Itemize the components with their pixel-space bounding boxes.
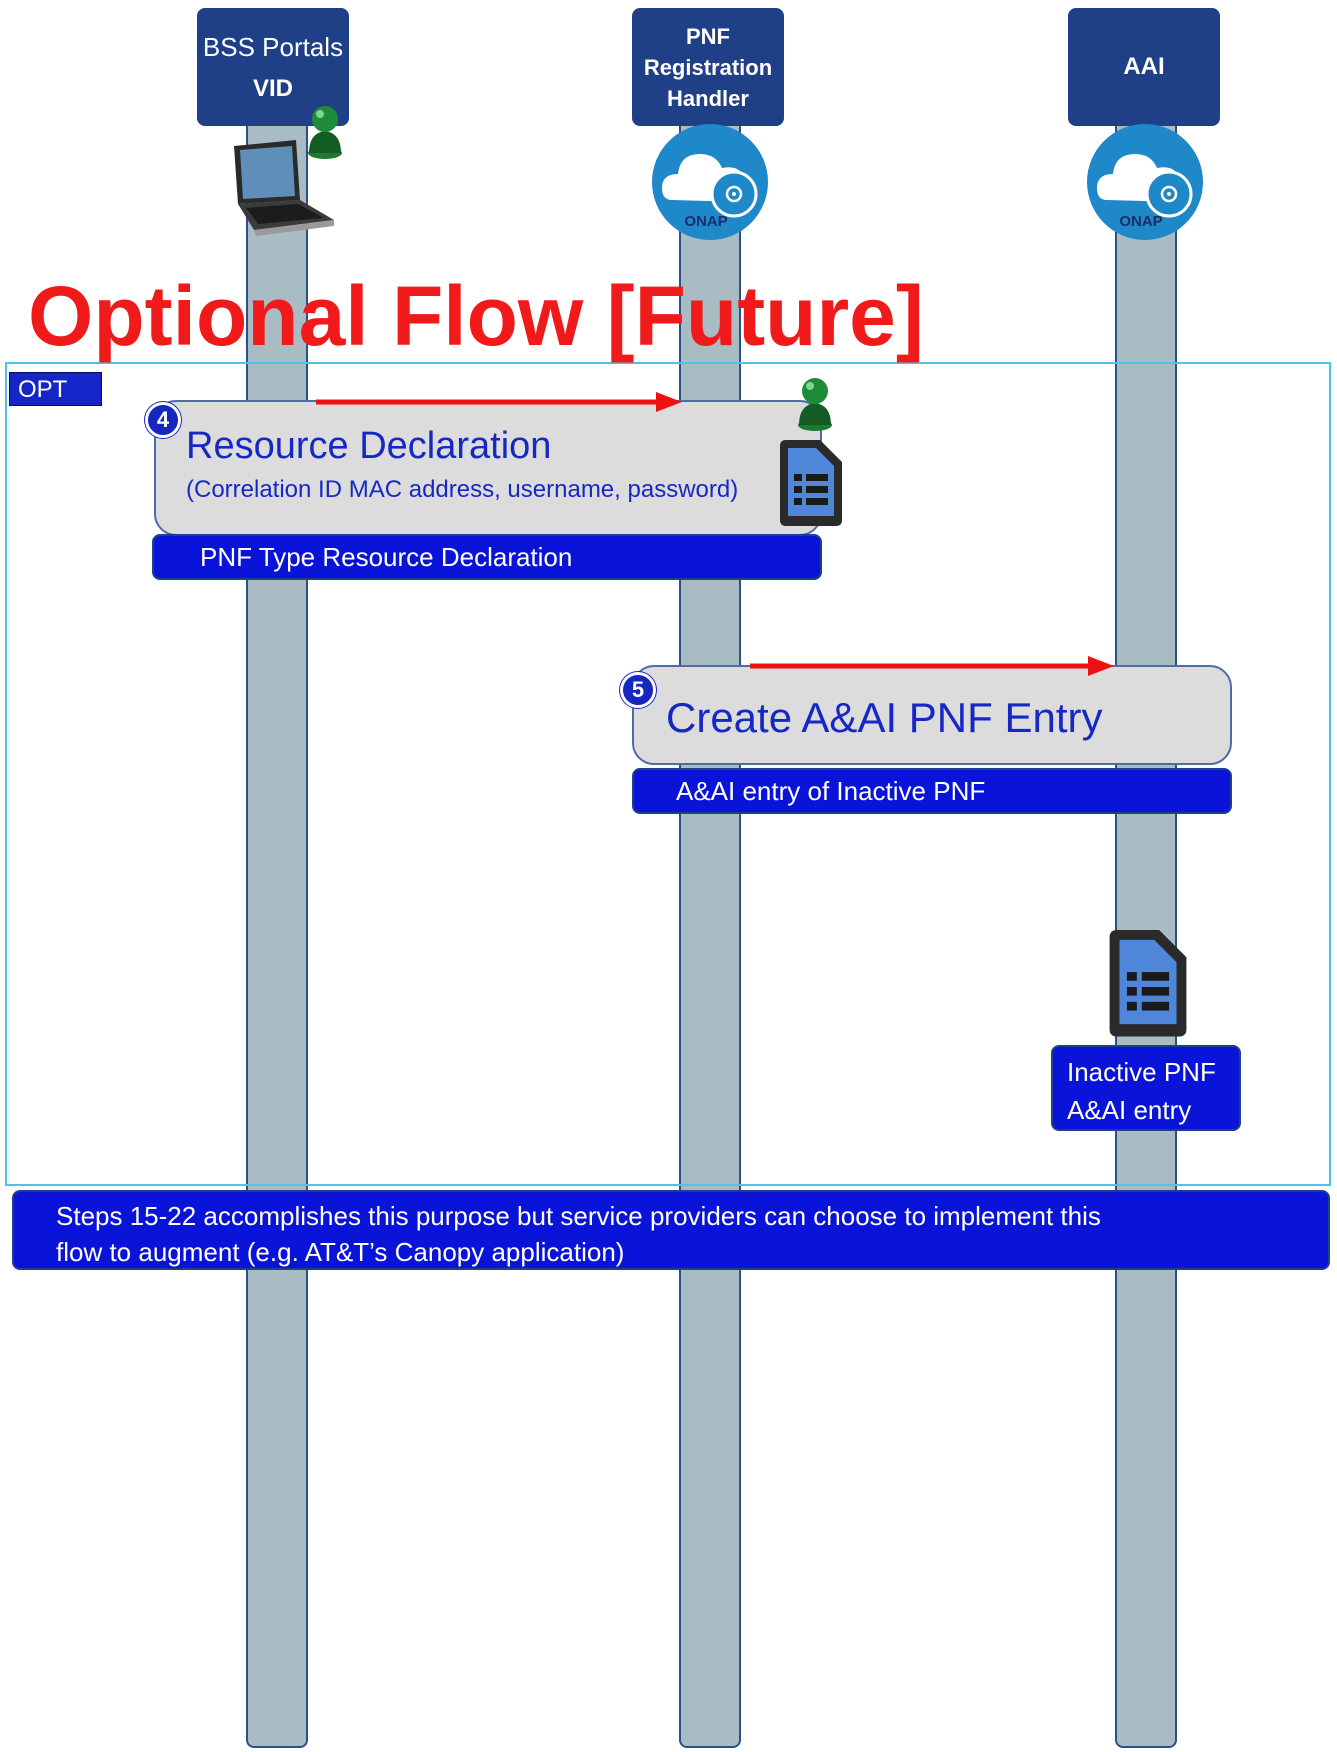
step5-arrow [750,656,1114,676]
step5-title: Create A&AI PNF Entry [666,694,1103,741]
actor-pnf-registration-handler: PNF Registration Handler [632,8,784,126]
step4-band: PNF Type Resource Declaration [152,534,822,580]
step4-band-label: PNF Type Resource Declaration [200,542,573,572]
user-icon [308,106,342,159]
onap-cloud-icon: ONAP [1087,124,1203,240]
onap-label: ONAP [1119,213,1162,230]
step4-message-box [154,400,822,536]
onap-label: ONAP [684,213,727,230]
user-icon [798,378,832,431]
aai-note-line2: A&AI entry [1067,1095,1192,1125]
lifeline-pnf-registration-handler [679,110,741,1748]
lifeline-vid [246,110,308,1748]
step5-band: A&AI entry of Inactive PNF [632,768,1232,814]
onap-cloud-icon: ONAP [652,124,768,240]
aai-inactive-pnf-note: Inactive PNF A&AI entry [1051,1045,1241,1131]
actor-aai-label: AAI [1123,53,1165,80]
actor-aai: AAI [1068,8,1220,126]
opt-label: OPT [9,372,102,406]
document-icon [1109,929,1187,1037]
step5-band-label: A&AI entry of Inactive PNF [676,776,986,806]
aai-note-line1: Inactive PNF [1067,1057,1216,1087]
step4-arrow [316,392,682,412]
document-icon [780,440,842,526]
step4-title: Resource Declaration [186,425,552,467]
footer-note-line2: flow to augment (e.g. AT&T’s Canopy appl… [56,1237,625,1267]
step4-number-badge: 4 [145,402,181,438]
actor-pnf-label-line2: Registration [643,54,773,80]
actor-bss-portals-vid: BSS Portals VID [197,8,349,126]
actor-bss-portals-label: BSS Portals [202,31,344,62]
opt-frame [5,362,1331,1186]
step5-number-badge: 5 [620,672,656,708]
diagram-title: Optional Flow [Future] [28,269,924,363]
actor-pnf-label-line3: Handler [667,85,749,111]
actor-pnf-label-line1: PNF [686,23,730,49]
laptop-icon [234,140,334,236]
footer-note: Steps 15-22 accomplishes this purpose bu… [12,1190,1330,1270]
actor-vid-label: VID [252,74,293,102]
step4-subtitle: (Correlation ID MAC address, username, p… [186,476,739,503]
lifeline-aai [1115,110,1177,1748]
footer-note-line1: Steps 15-22 accomplishes this purpose bu… [56,1201,1101,1231]
